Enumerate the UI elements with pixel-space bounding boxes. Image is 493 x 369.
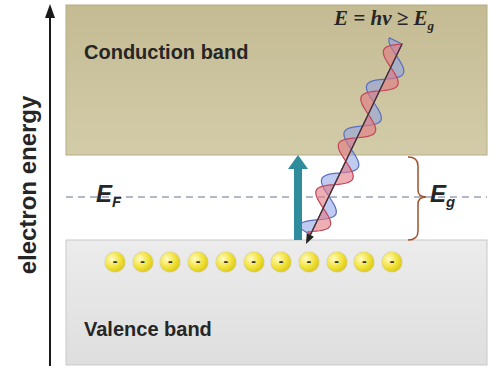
wave-red [298,38,415,241]
electron: - [105,252,125,272]
subscript: g [446,194,455,210]
label-text: E [430,180,446,207]
electron-charge: - [216,252,236,272]
electron: - [244,252,264,272]
electron-charge: - [354,252,374,272]
label-text: E [96,180,112,207]
electron-charge: - [133,252,153,272]
electron: - [188,252,208,272]
valence-band: Valence band----------- [66,240,487,365]
electron-charge: - [160,252,180,272]
electron: - [133,252,153,272]
electron-charge: - [382,252,402,272]
axis-label: electron energy [14,96,42,275]
band-label: Conduction band [84,41,248,64]
band-label: Valence band [84,318,212,341]
subscript: g [428,18,435,33]
electron: - [216,252,236,272]
electron-charge: - [105,252,125,272]
fermi-level-label: EF [96,180,121,208]
energy-axis-head [45,4,55,18]
excitation-arrow [288,155,308,240]
conduction-band-fill [66,5,487,155]
electron-charge: - [188,252,208,272]
gap-bracket [408,157,426,240]
label-text: E = hν ≥ E [334,6,428,30]
subscript: F [112,194,121,210]
photon-energy-formula: E = hν ≥ Eg [334,6,434,31]
electron: - [299,252,319,272]
valence-band-fill [66,240,487,365]
electron-charge: - [327,252,347,272]
electron-charge: - [299,252,319,272]
electron: - [160,252,180,272]
electron: - [382,252,402,272]
wave-blue [298,38,415,241]
electron-charge: - [244,252,264,272]
wave-head [302,233,314,245]
electron: - [327,252,347,272]
electron: - [354,252,374,272]
band-gap-label: Eg [430,180,455,208]
electron-charge: - [271,252,291,272]
wave-axis [310,44,402,235]
energy-axis [49,16,51,366]
electron: - [271,252,291,272]
label-text: electron energy [14,96,41,275]
photon-wave [293,38,414,250]
